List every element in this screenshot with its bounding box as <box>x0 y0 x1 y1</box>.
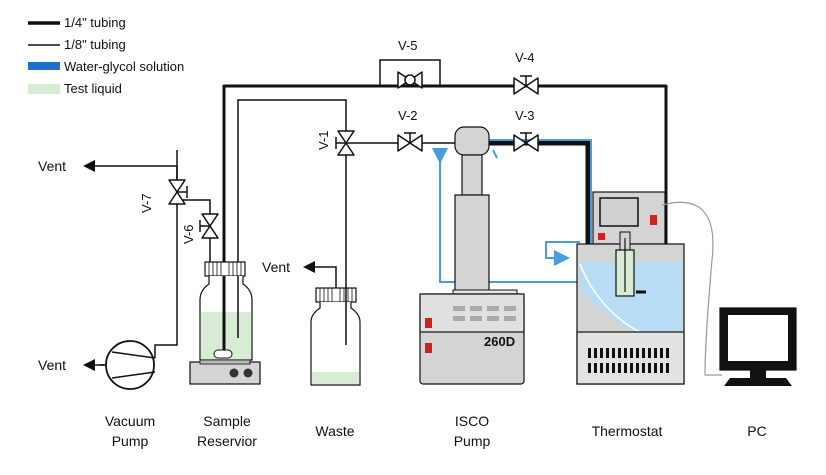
legend-swatch-test-liquid <box>28 84 60 94</box>
valve-v5[interactable] <box>397 71 423 89</box>
stir-plate-knob-2[interactable] <box>243 368 253 378</box>
thermostat <box>576 191 685 385</box>
vent-top-left-arrow <box>83 160 178 180</box>
vacuum-pump <box>100 340 156 390</box>
stir-plate-knob-1[interactable] <box>229 368 239 378</box>
valve-label-v7: V-7 <box>139 193 154 213</box>
sample-cell <box>615 231 635 297</box>
vent-label-top-left: Vent <box>38 158 66 174</box>
valve-label-v6: V-6 <box>181 224 196 244</box>
legend-label-eighth-inch: 1/8" tubing <box>64 37 126 52</box>
isco-pump: 260D <box>419 126 525 385</box>
legend-label-test-liquid: Test liquid <box>64 81 122 96</box>
valve-label-v3: V-3 <box>515 108 535 123</box>
sample-reservoir <box>189 261 261 385</box>
caption-waste: Waste <box>315 423 354 439</box>
caption-pc: PC <box>747 423 766 439</box>
caption-vacuum-pump-line2: Pump <box>112 433 149 449</box>
pump-indicator-2[interactable] <box>425 343 432 353</box>
valve-v2[interactable] <box>397 132 423 152</box>
caption-sample-reservoir-line1: Sample <box>203 413 251 429</box>
caption-isco-pump-line2: Pump <box>454 433 491 449</box>
pc <box>661 201 797 386</box>
stir-bar <box>213 349 233 359</box>
vent-label-waste: Vent <box>262 259 290 275</box>
caption-vacuum-pump-line1: Vacuum <box>105 413 155 429</box>
valve-label-v2: V-2 <box>398 108 418 123</box>
vent-label-bottom-left: Vent <box>38 357 66 373</box>
thermostat-display <box>599 197 639 227</box>
pump-model-label: 260D <box>484 334 515 349</box>
caption-thermostat: Thermostat <box>592 423 663 439</box>
legend: 1/4" tubing 1/8" tubing Water-glycol sol… <box>28 15 184 96</box>
pump-indicator-1[interactable] <box>425 318 432 328</box>
valve-label-v5: V-5 <box>398 38 418 53</box>
legend-label-water-glycol: Water-glycol solution <box>64 59 184 74</box>
caption-sample-reservoir-line2: Reservior <box>197 433 257 449</box>
waste-bottle <box>310 283 361 386</box>
reservoir-cap <box>204 261 246 277</box>
caption-isco-pump-line1: ISCO <box>455 413 489 429</box>
vent-waste-arrow <box>303 261 337 290</box>
valve-v7[interactable] <box>168 179 188 205</box>
valve-v4[interactable] <box>513 75 539 95</box>
thermostat-vents <box>588 348 669 373</box>
legend-label-quarter-inch: 1/4" tubing <box>64 15 126 30</box>
valve-v1[interactable] <box>335 130 355 156</box>
valve-v6[interactable] <box>199 213 219 239</box>
legend-swatch-water-glycol <box>28 62 60 70</box>
pump-head <box>454 126 490 156</box>
valve-v3[interactable] <box>513 132 539 152</box>
valve-label-v1: V-1 <box>316 130 331 150</box>
valve-label-v4: V-4 <box>515 50 535 65</box>
water-glycol-circuit <box>432 148 580 283</box>
